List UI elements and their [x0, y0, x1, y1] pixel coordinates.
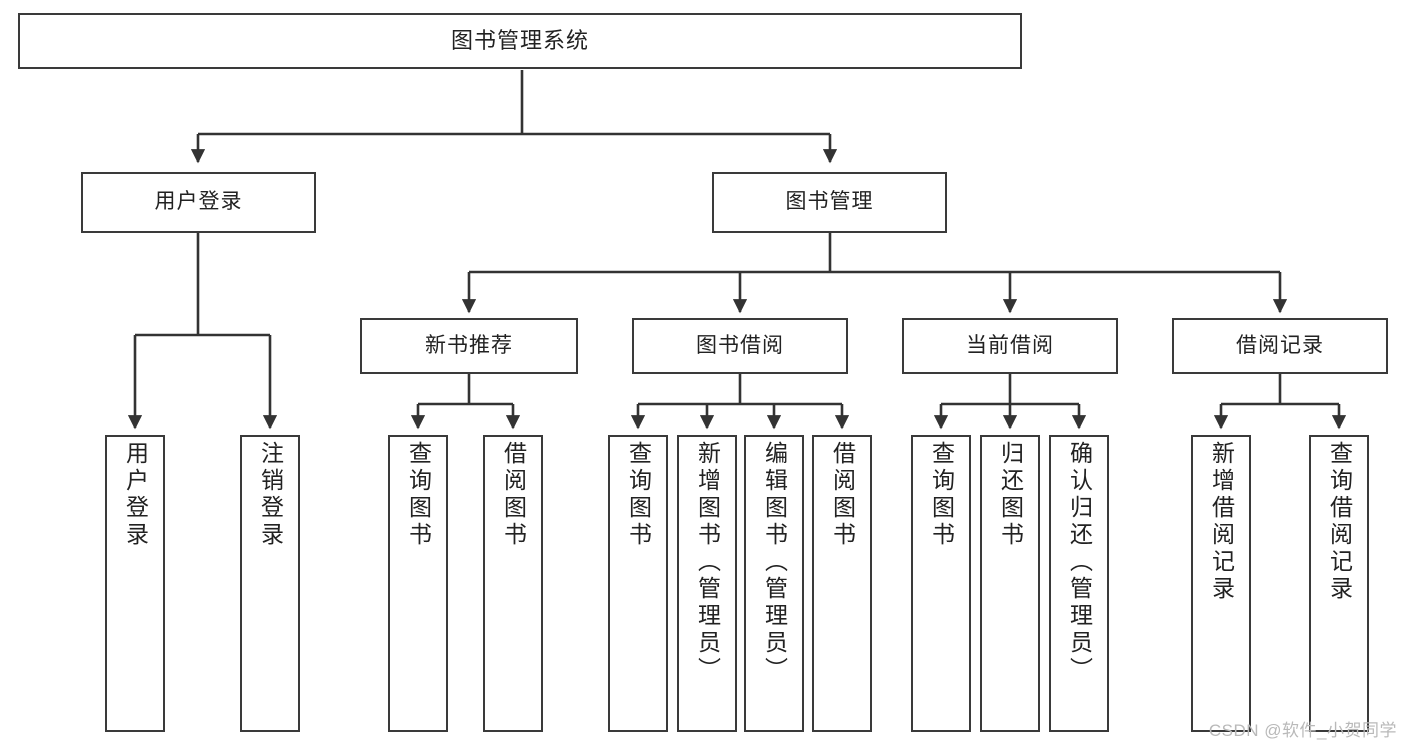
node-label: 借阅图书: [829, 441, 856, 549]
node-label: 注销登录: [257, 441, 284, 549]
node-leaf-query-book-3[interactable]: 查询图书: [911, 435, 971, 732]
node-label: 确认归还（管理员）: [1066, 441, 1093, 684]
node-leaf-query-book-2[interactable]: 查询图书: [608, 435, 668, 732]
node-leaf-user-login[interactable]: 用户登录: [105, 435, 165, 732]
node-leaf-return-book[interactable]: 归还图书: [980, 435, 1040, 732]
node-label: 借阅记录: [1236, 333, 1324, 357]
node-book-management[interactable]: 图书管理: [712, 172, 947, 233]
node-leaf-logout[interactable]: 注销登录: [240, 435, 300, 732]
node-label: 查询借阅记录: [1326, 441, 1353, 603]
node-leaf-query-record[interactable]: 查询借阅记录: [1309, 435, 1369, 732]
node-leaf-borrow-book-2[interactable]: 借阅图书: [812, 435, 872, 732]
node-label: 借阅图书: [500, 441, 527, 549]
node-leaf-query-book-1[interactable]: 查询图书: [388, 435, 448, 732]
node-label: 查询图书: [405, 441, 432, 549]
node-label: 编辑图书（管理员）: [761, 441, 788, 684]
node-label: 用户登录: [122, 441, 149, 549]
node-label: 图书管理: [785, 190, 874, 214]
node-leaf-borrow-book-1[interactable]: 借阅图书: [483, 435, 543, 732]
node-borrow-records[interactable]: 借阅记录: [1172, 318, 1388, 374]
node-label: 图书借阅: [696, 333, 784, 357]
node-book-management-system[interactable]: 图书管理系统: [18, 13, 1022, 69]
node-label: 新增借阅记录: [1208, 441, 1235, 603]
node-user-login[interactable]: 用户登录: [81, 172, 316, 233]
node-label: 归还图书: [997, 441, 1024, 549]
node-label: 新书推荐: [425, 333, 513, 357]
node-label: 当前借阅: [966, 333, 1054, 357]
node-leaf-confirm-return[interactable]: 确认归还（管理员）: [1049, 435, 1109, 732]
node-label: 查询图书: [928, 441, 955, 549]
node-label: 用户登录: [154, 190, 243, 214]
node-leaf-add-record[interactable]: 新增借阅记录: [1191, 435, 1251, 732]
node-leaf-edit-book[interactable]: 编辑图书（管理员）: [744, 435, 804, 732]
watermark: CSDN @软件_小贺同学: [1208, 721, 1397, 740]
node-label: 查询图书: [625, 441, 652, 549]
node-label: 新增图书（管理员）: [694, 441, 721, 684]
node-book-borrow[interactable]: 图书借阅: [632, 318, 848, 374]
node-label: 图书管理系统: [450, 28, 589, 54]
node-leaf-add-book[interactable]: 新增图书（管理员）: [677, 435, 737, 732]
node-new-book-recommend[interactable]: 新书推荐: [360, 318, 578, 374]
node-current-borrow[interactable]: 当前借阅: [902, 318, 1118, 374]
